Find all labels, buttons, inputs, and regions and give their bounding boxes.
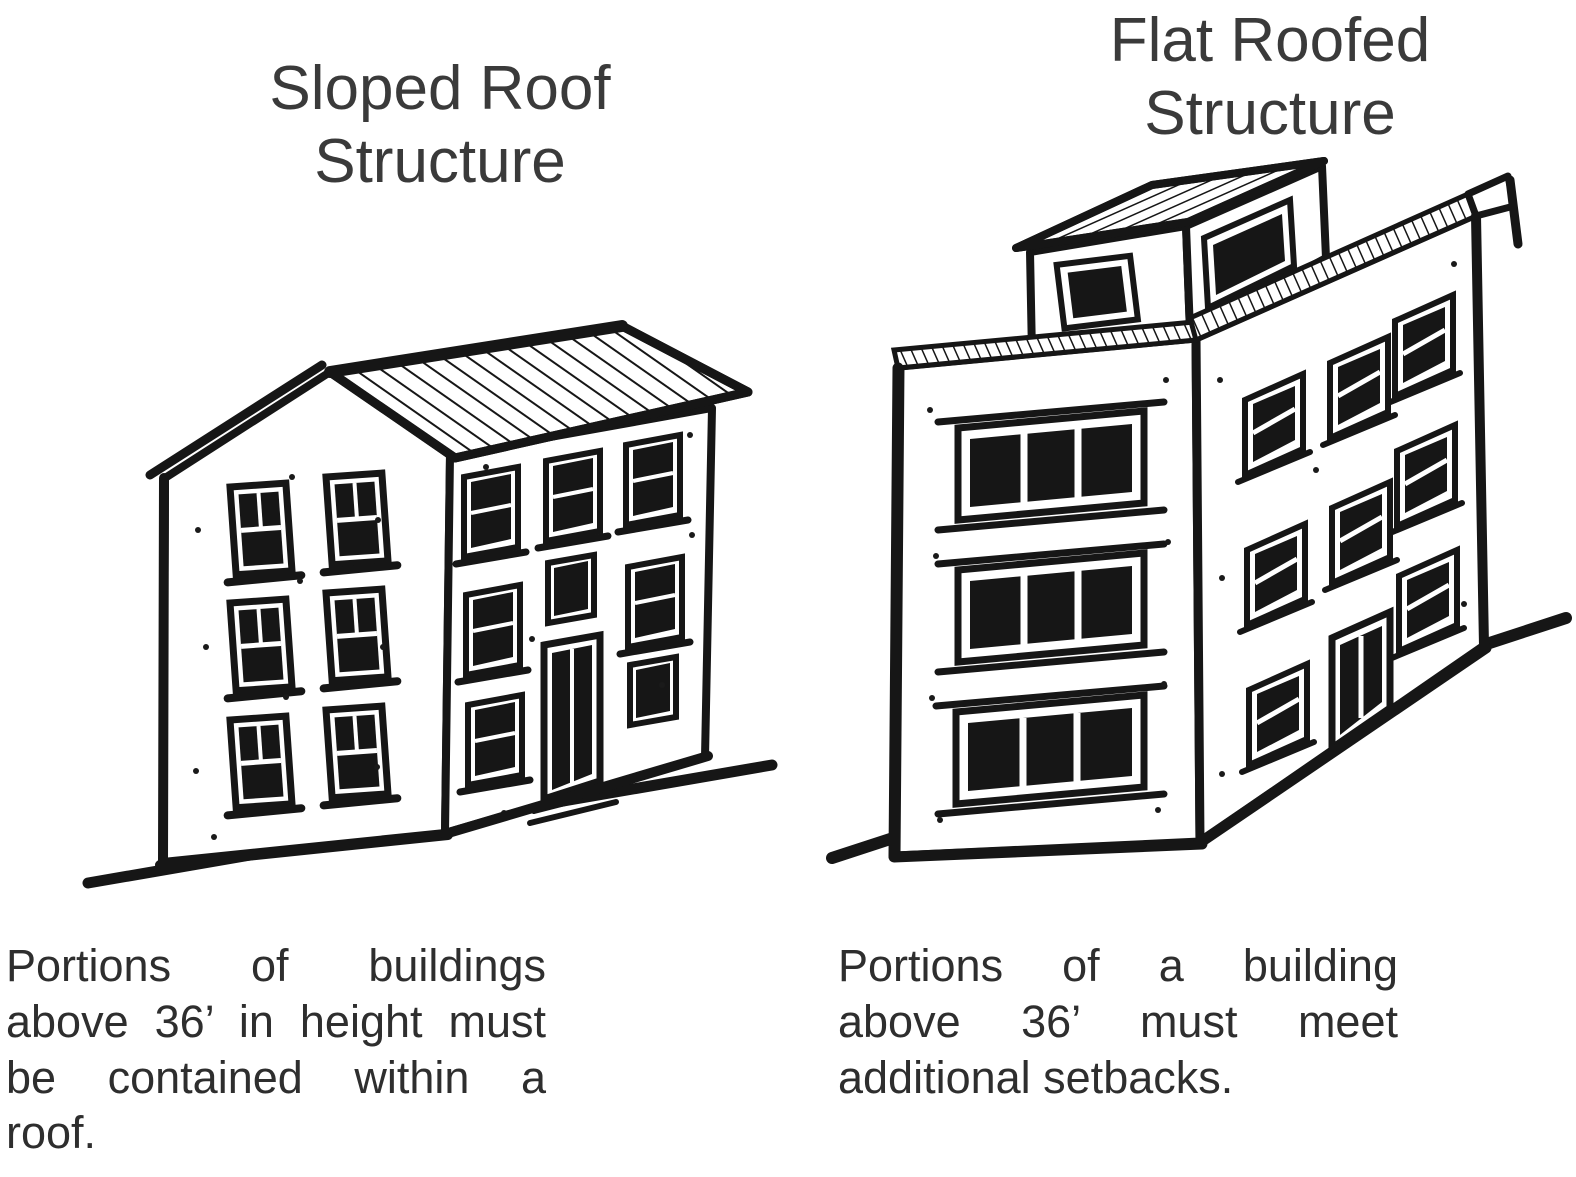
- flat-roof-caption: Portions of a building above 36’ must me…: [838, 938, 1398, 1105]
- base-edge-emphasis: [888, 211, 1492, 863]
- left-wall-windows: [932, 398, 1168, 818]
- roof-deck-railing: [890, 172, 1523, 371]
- parapet-corner-post: [1464, 172, 1523, 249]
- flat-roof-title: Flat Roofed Structure: [970, 4, 1570, 150]
- sloped-roof-title: Sloped Roof Structure: [140, 52, 740, 198]
- entry-door: [527, 630, 619, 826]
- title-line-1: Flat Roofed: [1109, 6, 1431, 75]
- caption-line-3: be contained within a: [6, 1051, 546, 1103]
- flat-roofed-building-illustration: [826, 157, 1572, 864]
- penthouse-hatched-roof: [1012, 157, 1328, 252]
- facade-door: [1328, 606, 1394, 755]
- caption-line-4: roof.: [6, 1107, 97, 1159]
- caption-line-2: above 36’ in height must: [6, 995, 546, 1047]
- title-line-2: Structure: [314, 127, 566, 197]
- gable-end-wall: [159, 368, 454, 866]
- sloped-roof-caption: Portions of buildings above 36’ in heigh…: [6, 938, 546, 1161]
- caption-line-3: additional setbacks.: [838, 1051, 1234, 1103]
- title-line-1: Sloped Roof: [269, 54, 611, 123]
- penthouse: [1012, 157, 1330, 358]
- title-line-2: Structure: [1144, 79, 1396, 149]
- sloped-roof-building-illustration: [82, 320, 778, 889]
- penthouse-side-window: [1200, 195, 1298, 313]
- wall-stipple-dots: [927, 261, 1467, 823]
- caption-line-1: Portions of buildings: [6, 940, 546, 991]
- penthouse-front-window: [1053, 252, 1142, 332]
- hatched-sloped-roof: [145, 320, 753, 480]
- caption-line-2: above 36’ must meet: [838, 995, 1398, 1047]
- base-edge-emphasis: [155, 473, 713, 870]
- caption-line-1: Portions of a building: [838, 940, 1398, 991]
